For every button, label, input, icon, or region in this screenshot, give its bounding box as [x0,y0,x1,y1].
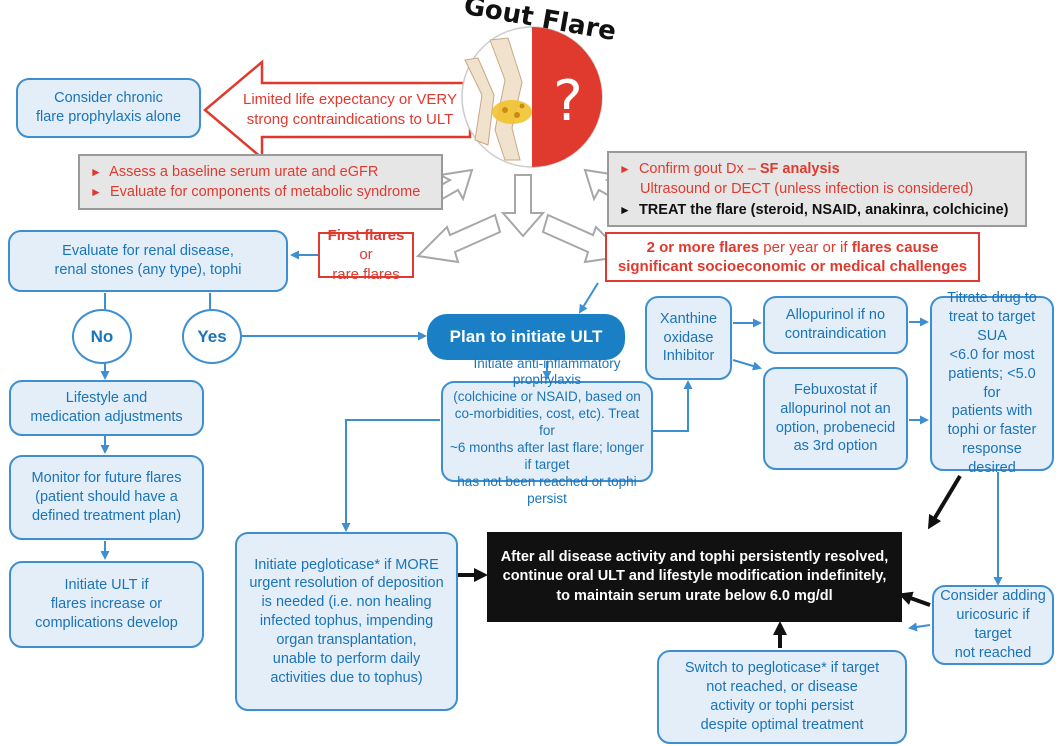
blue-connectors [100,250,1003,632]
svg-text:?: ? [553,69,583,134]
grey-arrow-lower-left [415,213,502,264]
black-connectors [458,474,962,648]
conn-titrate-final [927,474,962,530]
monitor-flares-box: Monitor for future flares(patient should… [9,455,204,540]
first-flares-box: First flares or rare flares [318,227,414,283]
conn-uricosuric-switch [908,622,931,632]
yes-circle: Yes [182,309,242,364]
plan-initiate-ult-pill: Plan to initiate ULT [427,314,625,360]
conn-prophylaxis-pegloticase [341,419,440,532]
anti-inflammatory-prophylaxis-box: Initiate anti-inflammatory prophylaxis(c… [441,356,653,506]
two-or-more-flares-box: 2 or more flares per year or if flares c… [605,232,980,282]
conn-twoflares-plan [578,282,599,314]
assess-box: ► Assess a baseline serum urate and eGFR… [78,154,443,210]
final-maintenance-box: After all disease activity and tophi per… [487,532,902,622]
evaluate-renal-box: Evaluate for renal disease,renal stones … [8,230,288,292]
confirm-treat-box: ► Confirm gout Dx – SF analysis Ultrasou… [607,151,1027,227]
conn-xanthine-febuxostat [732,359,762,371]
conn-uricosuric-final [898,591,931,607]
gout-joint-illustration: ? [461,26,603,168]
conn-prophylaxis-xanthine [653,380,693,432]
limited-life-arrow-shape [203,59,472,161]
grey-arrow-down [500,174,546,238]
no-circle: No [72,309,132,364]
